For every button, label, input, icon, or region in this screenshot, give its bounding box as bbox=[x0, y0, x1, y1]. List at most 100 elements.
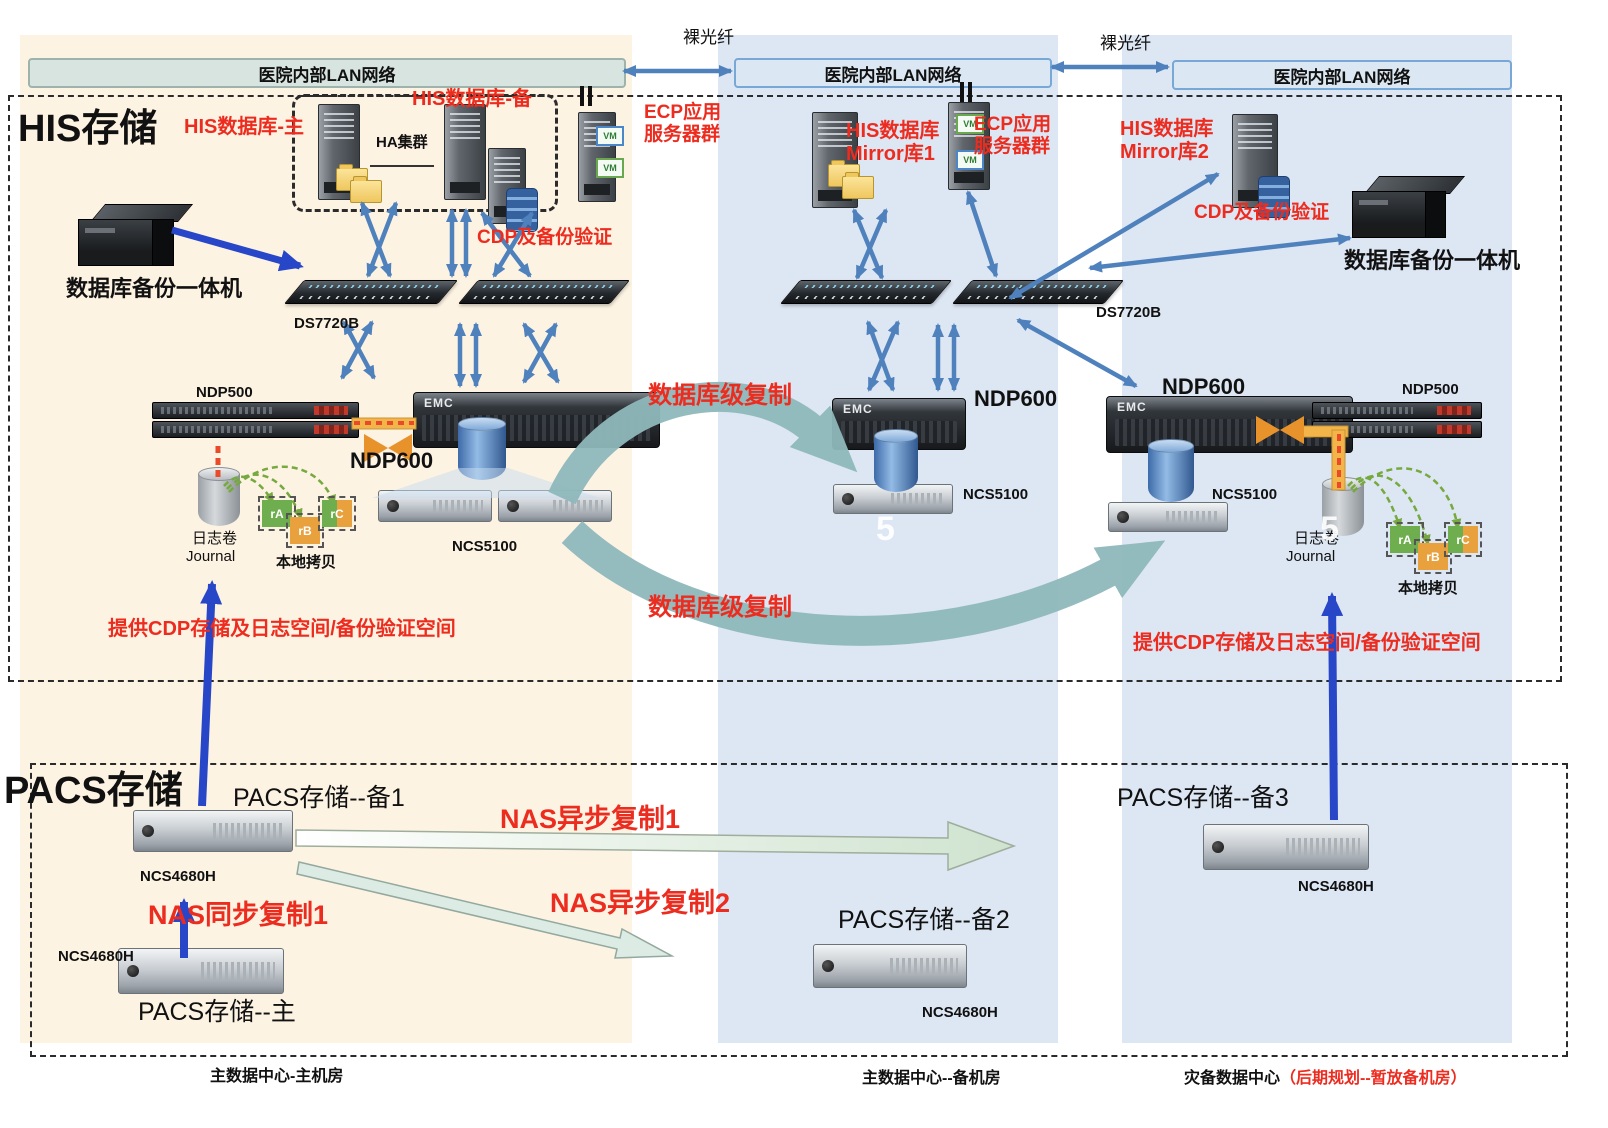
ndp500-label-right: NDP500 bbox=[1402, 381, 1459, 398]
ncs5100-label-right: NCS5100 bbox=[1212, 486, 1278, 503]
ds7720b-switch-middle-2 bbox=[951, 280, 1125, 304]
disk-stack-icon bbox=[1258, 176, 1290, 218]
mirror1-label-1: HIS数据库 bbox=[846, 120, 940, 142]
replica-chip-ra-left: rA bbox=[258, 496, 296, 531]
pacs-section-title: PACS存储 bbox=[4, 770, 183, 812]
ndp500-label-left: NDP500 bbox=[196, 384, 253, 401]
ds7720b-label-mid: DS7720B bbox=[1096, 304, 1162, 321]
folder-icon bbox=[350, 176, 382, 203]
ha-cluster-label: HA集群 bbox=[370, 134, 434, 168]
replica-chip-ra-right: rA bbox=[1386, 522, 1424, 557]
vm-label: VM bbox=[603, 131, 617, 141]
db-replication-label-2: 数据库级复制 bbox=[648, 594, 792, 621]
ds7720b-switch-left-2 bbox=[457, 280, 631, 304]
replica-chip-rb-left: rB bbox=[286, 513, 324, 548]
fiber-label-2: 裸光纤 bbox=[1100, 34, 1151, 53]
pacs-primary-label: PACS存储--主 bbox=[138, 998, 296, 1026]
ncs4680h-label-b3: NCS4680H bbox=[1298, 878, 1374, 895]
nas-sync1-label: NAS同步复制1 bbox=[148, 900, 329, 930]
db-backup-appliance-left bbox=[78, 204, 194, 266]
ncs5100-label-left: NCS5100 bbox=[452, 538, 518, 555]
ndp500-right-bar-2 bbox=[1312, 421, 1482, 438]
ha-cluster-box bbox=[292, 94, 558, 212]
cdp-verify-label-left: CDP及备份验证 bbox=[477, 227, 613, 248]
ds7720b-switch-left-1 bbox=[283, 280, 459, 304]
nas-async1-label: NAS异步复制1 bbox=[500, 804, 681, 834]
chip-label: rC bbox=[1456, 532, 1470, 547]
mirror2-label-1: HIS数据库 bbox=[1120, 118, 1214, 140]
nas-async2-label: NAS异步复制2 bbox=[550, 888, 731, 918]
ndp600-label-right: NDP600 bbox=[1162, 374, 1246, 399]
pacs-backup2-label: PACS存储--备2 bbox=[838, 906, 1010, 934]
watermark-5-mid: 5 bbox=[876, 510, 895, 548]
vm-label: VM bbox=[963, 119, 977, 129]
ndp500-right-bar-1 bbox=[1312, 402, 1482, 419]
ndp600-label-left: NDP600 bbox=[350, 448, 434, 473]
lan-bar-right: 医院内部LAN网络 bbox=[1172, 60, 1512, 90]
chip-label: rA bbox=[270, 506, 284, 521]
footer-left: 主数据中心-主机房 bbox=[210, 1068, 344, 1085]
cdp-verify-label-right: CDP及备份验证 bbox=[1194, 202, 1330, 223]
his-storage-box bbox=[8, 95, 1562, 682]
replica-chip-rb-right: rB bbox=[1414, 539, 1452, 574]
disk-stack-icon bbox=[506, 188, 538, 232]
watermark-5-right: 5 bbox=[1320, 510, 1339, 548]
his-db-primary-label: HIS数据库-主 bbox=[184, 116, 304, 138]
ds7720b-label-left: DS7720B bbox=[294, 315, 360, 332]
footer-right-red: （后期规划--暂放备机房） bbox=[1280, 1070, 1467, 1087]
pacs-backup1-label: PACS存储--备1 bbox=[233, 784, 405, 812]
lan-bar-middle-label: 医院内部LAN网络 bbox=[824, 65, 962, 85]
appliance-side-face bbox=[152, 219, 174, 266]
ncs4680h-label-primary: NCS4680H bbox=[58, 948, 134, 965]
ncs5100-left-2 bbox=[498, 490, 612, 522]
chip-label: rA bbox=[1398, 532, 1412, 547]
lan-bar-right-label: 医院内部LAN网络 bbox=[1273, 67, 1411, 87]
pacs-backup1-server bbox=[133, 810, 293, 852]
cdp-space-note-left: 提供CDP存储及日志空间/备份验证空间 bbox=[108, 618, 456, 640]
emc-logo: EMC bbox=[1117, 400, 1147, 414]
backup-appliance-label-left: 数据库备份一体机 bbox=[66, 276, 243, 301]
lan-bar-left-label: 医院内部LAN网络 bbox=[258, 65, 396, 85]
chip-label: rB bbox=[1426, 549, 1440, 564]
pacs-backup3-label: PACS存储--备3 bbox=[1117, 784, 1289, 812]
ncs5100-right bbox=[1108, 502, 1228, 532]
db-backup-appliance-right bbox=[1352, 176, 1466, 238]
backup-appliance-label-right: 数据库备份一体机 bbox=[1344, 248, 1521, 273]
vm-chip: VM bbox=[596, 158, 624, 178]
footer-middle: 主数据中心--备机房 bbox=[862, 1070, 1001, 1087]
local-copy-label-left: 本地拷贝 bbox=[276, 554, 337, 571]
footer-right: 灾备数据中心（后期规划--暂放备机房） bbox=[1184, 1070, 1467, 1088]
ncs5100-label-mid: NCS5100 bbox=[963, 486, 1029, 503]
vm-label: VM bbox=[603, 163, 617, 173]
mirror2-label-2: Mirror库2 bbox=[1120, 141, 1209, 163]
pacs-storage-box bbox=[30, 763, 1568, 1057]
lan-bar-middle: 医院内部LAN网络 bbox=[734, 58, 1052, 88]
ecp-label-left-1: ECP应用 bbox=[644, 102, 722, 123]
chip-label: rB bbox=[298, 523, 312, 538]
pacs-backup2-server bbox=[813, 944, 967, 988]
ndp500-left-bar-1 bbox=[152, 402, 359, 419]
mirror1-label-2: Mirror库1 bbox=[846, 143, 935, 165]
emc-logo: EMC bbox=[424, 396, 454, 410]
his-section-title: HIS存储 bbox=[18, 108, 158, 150]
emc-logo: EMC bbox=[843, 402, 873, 416]
replica-chip-rc-left: rC bbox=[318, 496, 356, 531]
cdp-space-note-right: 提供CDP存储及日志空间/备份验证空间 bbox=[1133, 632, 1481, 654]
db-volume-cylinder-left bbox=[458, 417, 506, 480]
vm-chip: VM bbox=[596, 126, 624, 146]
folder-icon bbox=[842, 172, 874, 199]
ncs4680h-label-b1: NCS4680H bbox=[140, 868, 216, 885]
pacs-primary-server bbox=[118, 948, 284, 994]
his-db-backup-label: HIS数据库-备 bbox=[412, 88, 532, 110]
journal-volume-left bbox=[198, 467, 240, 526]
journal-label-left-1: 日志卷 bbox=[192, 530, 238, 547]
ecp-label-mid-2: 服务器群 bbox=[974, 136, 1051, 157]
vm-label: VM bbox=[963, 155, 977, 165]
appliance-side-face bbox=[1424, 191, 1446, 238]
appliance-front-face bbox=[78, 219, 155, 266]
appliance-front-face bbox=[1352, 191, 1427, 238]
fiber-label-1: 裸光纤 bbox=[683, 28, 734, 47]
replica-chip-rc-right: rC bbox=[1444, 522, 1482, 557]
ncs5100-left-1 bbox=[378, 490, 492, 522]
